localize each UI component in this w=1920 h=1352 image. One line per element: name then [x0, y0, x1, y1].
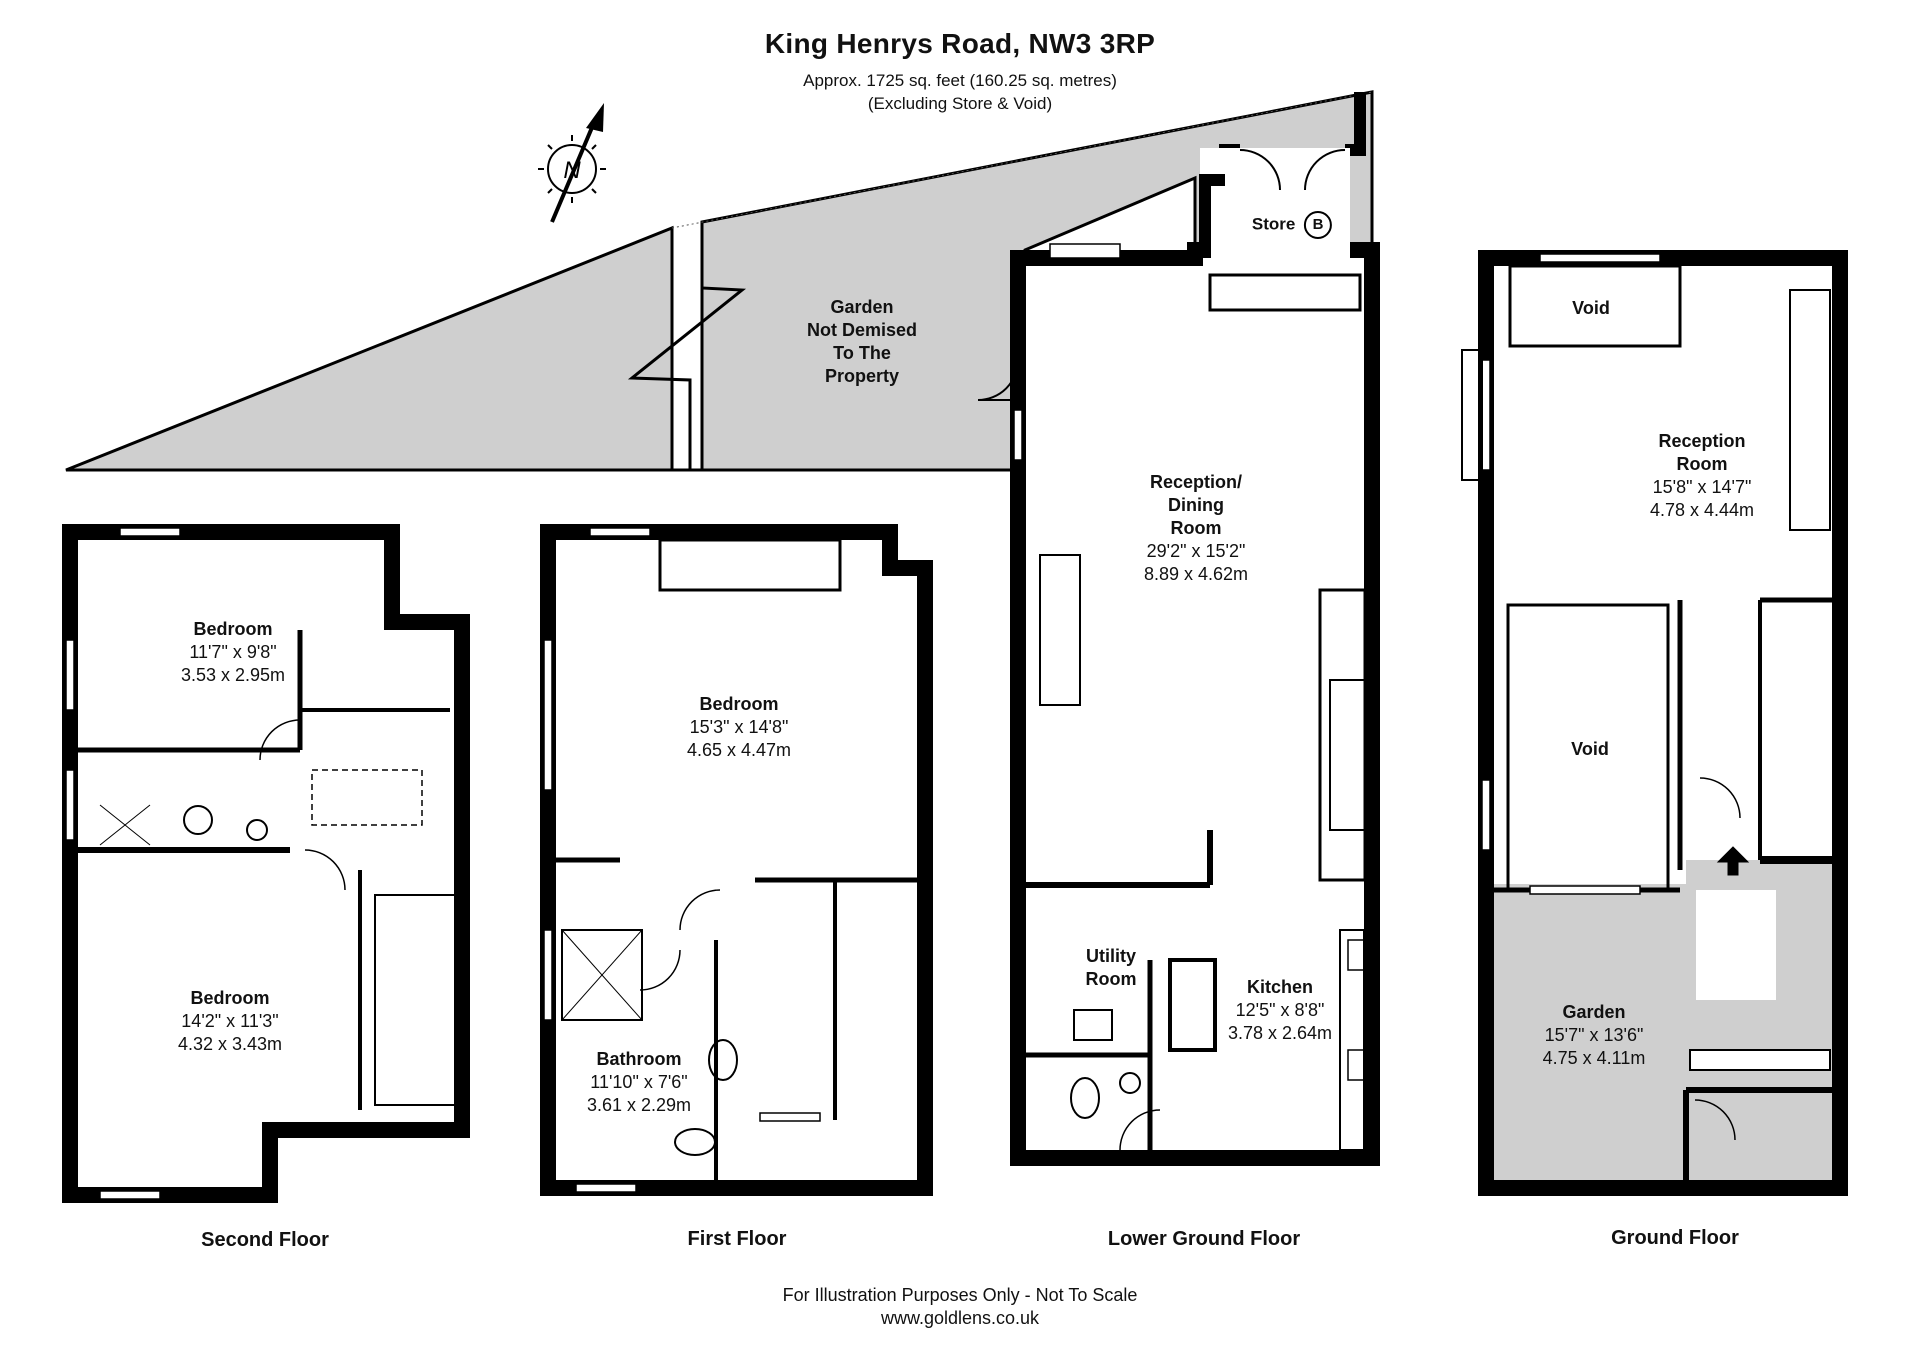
room-name-line-2: Dining — [1168, 495, 1224, 515]
room-name: Kitchen — [1246, 977, 1313, 997]
room-name-line-1: Reception — [1658, 431, 1746, 451]
room-label-first-bedroom: Bedroom 15'3" x 14'8" 4.65 x 4.47m — [687, 693, 791, 762]
room-size-imperial: 12'5" x 8'8" — [1235, 1000, 1325, 1020]
room-size-metric: 3.53 x 2.95m — [180, 665, 286, 685]
room-label-store: Store B — [1251, 211, 1333, 239]
room-name-line-2: Room — [1085, 969, 1137, 989]
room-name-line-1: Utility — [1085, 946, 1136, 966]
room-size-imperial: 15'7" x 13'6" — [1544, 1025, 1644, 1045]
room-name: Bedroom — [193, 619, 273, 639]
room-size-metric: 3.78 x 2.64m — [1227, 1023, 1333, 1043]
ground-floor-plan — [1461, 250, 1848, 1196]
svg-text:N: N — [563, 157, 581, 184]
area-exclusions: (Excluding Store & Void) — [867, 94, 1053, 113]
room-size-imperial: 14'2" x 11'3" — [181, 1011, 279, 1031]
garden-line-1: Garden — [830, 297, 894, 317]
room-name: Bedroom — [699, 694, 779, 714]
room-label-kitchen: Kitchen 12'5" x 8'8" 3.78 x 2.64m — [1228, 976, 1332, 1045]
floor-caption-ground: Ground Floor — [1611, 1227, 1739, 1249]
room-size-metric: 8.89 x 4.62m — [1143, 564, 1249, 584]
garden-line-2: Not Demised — [806, 320, 918, 340]
room-name-line-2: Room — [1676, 454, 1728, 474]
floor-caption-first: First Floor — [687, 1228, 787, 1250]
room-name-line-3: Room — [1170, 518, 1222, 538]
room-name: Void — [1572, 298, 1610, 318]
room-name: Bathroom — [596, 1049, 682, 1069]
room-size-imperial: 15'3" x 14'8" — [689, 717, 789, 737]
boiler-badge: B — [1304, 211, 1333, 239]
room-name-line-1: Reception/ — [1149, 472, 1242, 492]
room-label-void-top: Void — [1572, 297, 1610, 320]
website: www.goldlens.co.uk — [880, 1308, 1040, 1328]
room-size-imperial: 15'8" x 14'7" — [1652, 477, 1752, 497]
room-size-imperial: 11'10" x 7'6" — [590, 1072, 688, 1092]
room-label-second-bedroom-bottom: Bedroom 14'2" x 11'3" 4.32 x 3.43m — [178, 987, 282, 1056]
floor-caption-second: Second Floor — [201, 1229, 329, 1251]
room-name: Store — [1251, 214, 1296, 234]
north-arrow-icon: N — [538, 103, 606, 223]
room-size-metric: 4.78 x 4.44m — [1649, 500, 1755, 520]
lower-ground-floor-plan — [977, 92, 1380, 1166]
room-label-utility: Utility Room — [1086, 945, 1137, 991]
room-size-metric: 3.61 x 2.29m — [586, 1095, 692, 1115]
second-floor-plan — [62, 524, 470, 1203]
room-label-ground-reception: Reception Room 15'8" x 14'7" 4.78 x 4.44… — [1650, 430, 1754, 522]
room-label-reception-dining: Reception/ Dining Room 29'2" x 15'2" 8.8… — [1144, 471, 1248, 586]
floor-caption-lower-ground: Lower Ground Floor — [1107, 1228, 1301, 1250]
room-size-metric: 4.32 x 3.43m — [177, 1034, 283, 1054]
room-size-metric: 4.75 x 4.11m — [1542, 1048, 1646, 1068]
room-label-first-bathroom: Bathroom 11'10" x 7'6" 3.61 x 2.29m — [587, 1048, 691, 1117]
area-summary: Approx. 1725 sq. feet (160.25 sq. metres… — [803, 71, 1117, 90]
garden-line-3: To The — [833, 343, 891, 363]
disclaimer: For Illustration Purposes Only - Not To … — [782, 1285, 1138, 1305]
room-name: Bedroom — [190, 988, 270, 1008]
room-name: Void — [1571, 739, 1609, 759]
room-label-void-main: Void — [1571, 738, 1609, 761]
room-label-ground-garden: Garden 15'7" x 13'6" 4.75 x 4.11m — [1543, 1001, 1646, 1070]
first-floor-plan — [540, 524, 933, 1196]
room-size-imperial: 11'7" x 9'8" — [189, 642, 277, 662]
garden-line-4: Property — [824, 366, 900, 386]
room-label-second-bedroom-top: Bedroom 11'7" x 9'8" 3.53 x 2.95m — [181, 618, 285, 687]
room-size-imperial: 29'2" x 15'2" — [1146, 541, 1246, 561]
room-size-metric: 4.65 x 4.47m — [686, 740, 792, 760]
page-title: King Henrys Road, NW3 3RP — [764, 28, 1156, 59]
room-name: Garden — [1562, 1002, 1626, 1022]
label-garden-not-demised: Garden Not Demised To The Property — [807, 296, 917, 388]
